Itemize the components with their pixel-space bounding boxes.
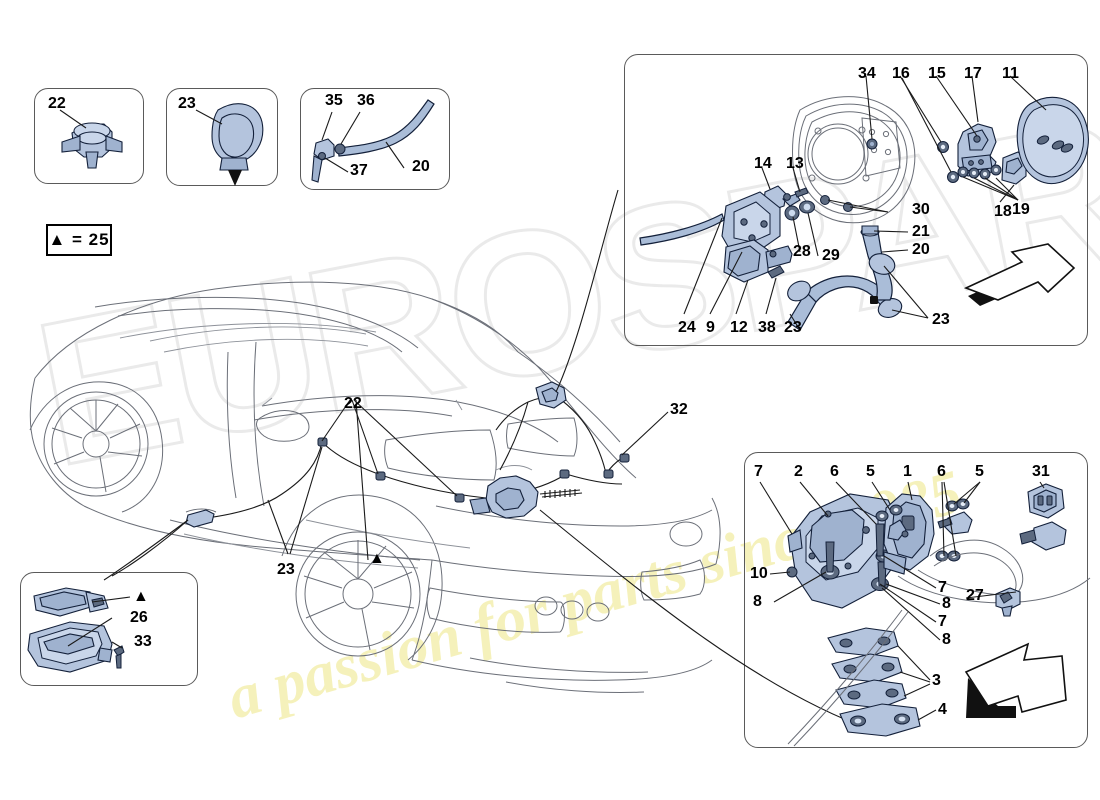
callout-23-hose-left: 23 [784, 319, 802, 336]
callout-32: 32 [670, 401, 688, 418]
callout-8-a: 8 [753, 593, 762, 610]
callout-triangle-marker-panel: ▲ [133, 588, 149, 605]
inset-box-part-23 [166, 88, 278, 186]
callout-28: 28 [793, 243, 811, 260]
callout-triangle-marker-car: ▲ [369, 550, 385, 567]
callout-33: 33 [134, 633, 152, 650]
inset-box-part-22 [34, 88, 144, 184]
inset-box-filler-hose [300, 88, 450, 190]
callout-20-panel: 20 [912, 241, 930, 258]
callout-7-b: 7 [938, 579, 947, 596]
callout-6-b: 6 [937, 463, 946, 480]
callout-4: 4 [938, 701, 947, 718]
callout-3: 3 [932, 672, 941, 689]
callout-35: 35 [325, 92, 343, 109]
callout-11: 11 [1002, 65, 1019, 82]
callout-15: 15 [928, 65, 946, 82]
bottom-left-panel-graphics [27, 587, 131, 673]
callout-5-a: 5 [866, 463, 875, 480]
callout-30: 30 [912, 201, 930, 218]
callout-38: 38 [758, 319, 776, 336]
top-right-panel-graphics [639, 75, 1089, 331]
callout-14: 14 [754, 155, 772, 172]
callout-21: 21 [912, 223, 930, 240]
callout-7-a: 7 [754, 463, 763, 480]
callout-22-inset: 22 [48, 95, 66, 112]
callout-23-inset: 23 [178, 95, 196, 112]
callout-23-hose-right: 23 [932, 311, 950, 328]
panel-latch-bracket-assembly [744, 452, 1088, 748]
callout-37: 37 [350, 162, 368, 179]
callout-18: 18 [994, 203, 1012, 220]
callout-20-inset: 20 [412, 158, 430, 175]
callout-10: 10 [750, 565, 768, 582]
inset-part-22 [59, 109, 123, 169]
callout-19: 19 [1012, 201, 1030, 218]
callout-2: 2 [794, 463, 803, 480]
inset-part-23 [195, 103, 264, 186]
callout-24: 24 [678, 319, 696, 336]
legend-triangle-equals-25: ▲ = 25 [46, 224, 112, 256]
callout-13: 13 [786, 155, 804, 172]
callout-22-car: 22 [344, 395, 362, 412]
callout-17: 17 [964, 65, 982, 82]
callout-12: 12 [730, 319, 748, 336]
callout-27: 27 [966, 587, 984, 604]
panel-trim-cover [20, 572, 198, 686]
callout-7-c: 7 [938, 613, 947, 630]
callout-36: 36 [357, 92, 375, 109]
callout-9: 9 [706, 319, 715, 336]
callout-29: 29 [822, 247, 840, 264]
callout-6-a: 6 [830, 463, 839, 480]
callout-8-c: 8 [942, 631, 951, 648]
callout-34: 34 [858, 65, 876, 82]
callout-23-car: 23 [277, 561, 295, 578]
bottom-right-panel-graphics [759, 481, 1091, 747]
callout-1: 1 [903, 463, 912, 480]
callout-31: 31 [1032, 463, 1050, 480]
callout-8-b: 8 [942, 595, 951, 612]
callout-5-b: 5 [975, 463, 984, 480]
callout-26: 26 [130, 609, 148, 626]
panel-fuel-filler-assembly [624, 54, 1088, 346]
inset-parts-35-36-37-20 [311, 99, 435, 183]
callout-16: 16 [892, 65, 910, 82]
